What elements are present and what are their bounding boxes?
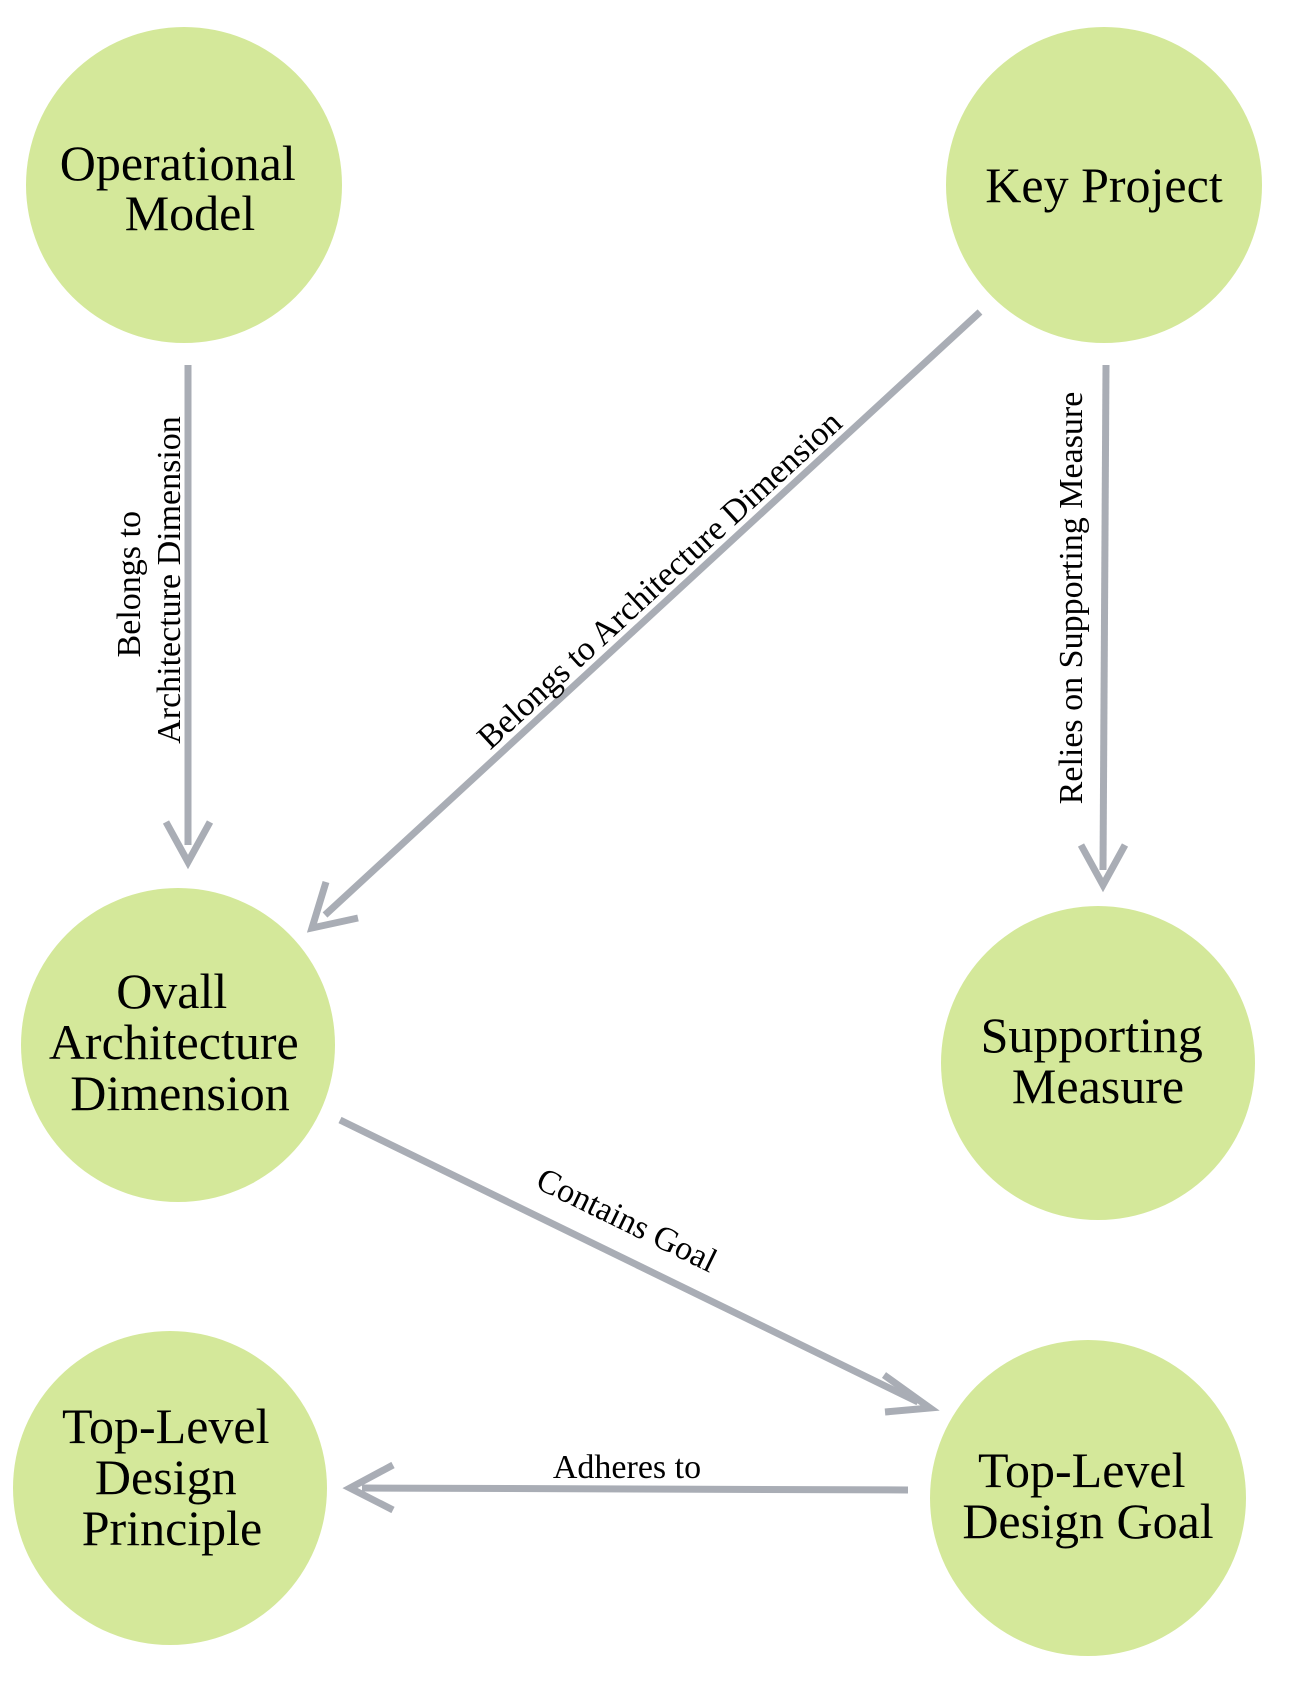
node-operational-model-label: Operational Model xyxy=(60,135,309,241)
node-operational-model: Operational Model xyxy=(26,27,342,343)
edge-overall-to-goal-arrowhead xyxy=(881,1372,940,1416)
edge-overall-to-goal: Contains Goal xyxy=(338,1116,940,1416)
edge-goal-to-principle-line xyxy=(361,1484,909,1494)
edge-operational-to-overall: Belongs to Architecture Dimension xyxy=(111,365,214,870)
edge-key-project-to-overall-line xyxy=(322,309,983,918)
node-supporting-measure: Supporting Measure xyxy=(941,906,1255,1220)
edge-operational-to-overall-arrowhead xyxy=(162,820,214,870)
edge-goal-to-principle-label: Adheres to xyxy=(553,1449,701,1486)
node-supporting-measure-label: Supporting Measure xyxy=(981,1007,1216,1114)
edge-operational-to-overall-label: Belongs to Architecture Dimension xyxy=(111,416,188,744)
edge-key-project-to-supporting-label: Relies on Supporting Measure xyxy=(1053,392,1090,805)
node-top-level-design-principle: Top-Level Design Principle xyxy=(13,1331,327,1645)
edge-key-project-to-supporting-line xyxy=(1099,364,1110,871)
node-supporting-measure-circle xyxy=(941,906,1255,1220)
edge-key-project-to-overall-label: Belongs to Architecture Dimension xyxy=(470,404,849,757)
edge-key-project-to-supporting-arrowhead xyxy=(1077,843,1129,893)
node-key-project-label: Key Project xyxy=(985,157,1223,213)
edge-goal-to-principle: Adheres to xyxy=(342,1449,909,1514)
node-overall-architecture-dimension-circle xyxy=(21,888,335,1202)
edge-key-project-to-overall-arrowhead xyxy=(306,880,359,933)
node-overall-architecture-dimension: Ovall Architecture Dimension xyxy=(21,888,335,1202)
edge-key-project-to-overall: Belongs to Architecture Dimension xyxy=(306,309,983,933)
edge-overall-to-goal-line xyxy=(338,1116,920,1406)
edge-key-project-to-supporting: Relies on Supporting Measure xyxy=(1053,364,1129,893)
node-top-level-design-principle-circle xyxy=(13,1331,327,1645)
edge-goal-to-principle-arrowhead xyxy=(342,1461,395,1514)
node-operational-model-circle xyxy=(26,27,342,343)
node-top-level-design-goal-label: Top-Level Design Goal xyxy=(962,1442,1213,1549)
node-top-level-design-goal-circle xyxy=(930,1340,1246,1656)
node-overall-architecture-dimension-label: Ovall Architecture Dimension xyxy=(49,963,311,1121)
node-top-level-design-principle-label: Top-Level Design Principle xyxy=(62,1398,282,1556)
node-key-project-circle xyxy=(946,27,1262,343)
node-key-project: Key Project xyxy=(946,27,1262,343)
node-top-level-design-goal: Top-Level Design Goal xyxy=(930,1340,1246,1656)
